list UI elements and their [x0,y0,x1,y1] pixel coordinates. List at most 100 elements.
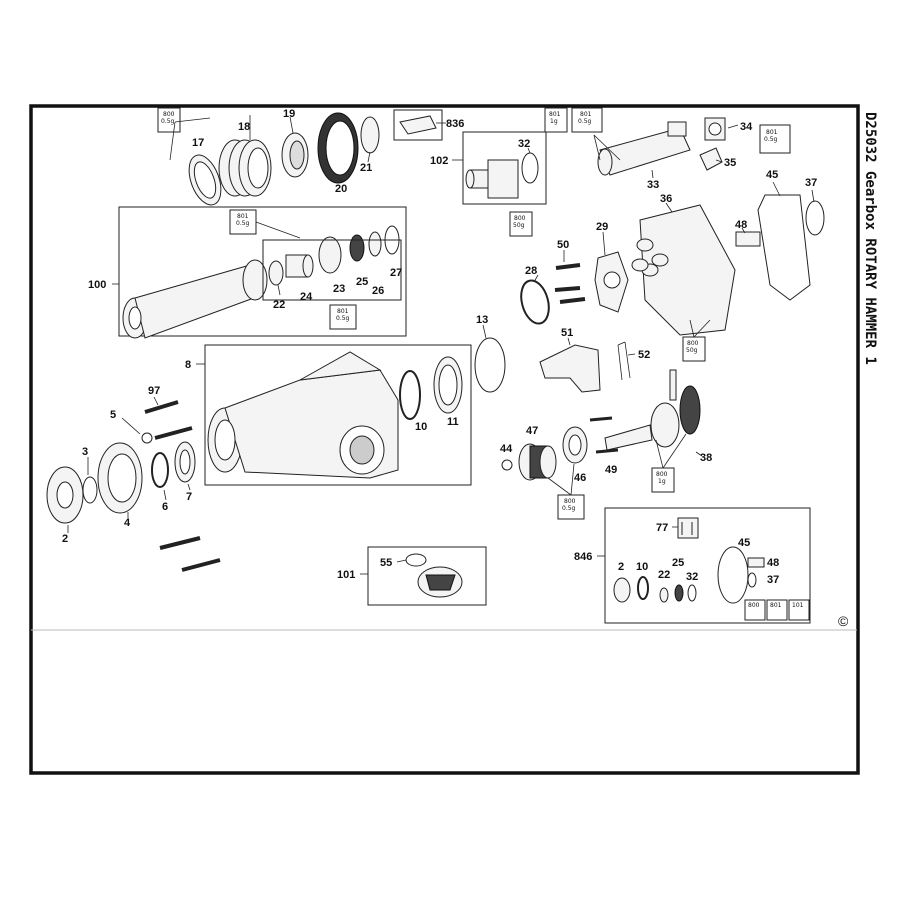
kit-tag-101: 101 [788,599,810,621]
callout-47: 47 [526,425,538,437]
part-7-spring [174,441,196,483]
callout-37: 37 [805,177,817,189]
copyright-mark: © [838,613,849,629]
kit-callout-10: 10 [636,561,648,573]
callout-3: 3 [82,446,88,458]
callout-34: 34 [740,121,753,133]
lube-tag-801-b: 801 0.5g [571,107,603,133]
callout-77: 77 [656,522,668,534]
kit-callout-2: 2 [618,561,624,573]
kit-part-48-pin [747,557,765,568]
part-8-box [204,344,472,486]
callout-100: 100 [88,279,106,291]
lube-tag-801-c: 801 0.5g [759,124,791,154]
svg-text:0.5g: 0.5g [236,220,250,227]
callout-17: 17 [192,137,204,149]
part-33-shaft [597,121,691,176]
lube-tag-800-50g-b: 800 50g [682,336,706,362]
lube-tag-800: 800 0.5g [157,107,181,133]
outer-frame [29,104,860,775]
kit-callout-22: 22 [658,569,670,581]
part-51-bracket [539,344,601,393]
kit-callout-37: 37 [767,574,779,586]
svg-text:801: 801 [766,129,778,136]
callout-7: 7 [186,491,192,503]
callout-836: 836 [446,118,464,130]
callout-8: 8 [185,359,191,371]
svg-text:800: 800 [687,340,699,347]
callout-21: 21 [360,162,372,174]
callout-4: 4 [124,517,131,529]
lube-tag-800-50g: 800 50g [509,211,533,237]
callout-10: 10 [415,421,427,433]
svg-text:0.5g: 0.5g [336,315,350,322]
svg-text:801: 801 [770,602,782,609]
part-44-washer [501,459,513,471]
kit-part-22-washer [659,587,669,603]
svg-text:801: 801 [549,111,561,118]
part-2-cap [46,466,84,524]
callout-45: 45 [766,169,778,181]
kit-callout-32: 32 [686,571,698,583]
part-77-clip [677,517,699,539]
part-100-barrel [122,259,268,339]
part-21-ring [360,116,380,154]
kit-part-2-cap [613,577,631,603]
part-846-box [604,507,811,624]
part-100-box [118,206,407,337]
lube-tag-801: 801 1g [544,107,568,133]
part-35-pin [699,147,723,171]
callout-50: 50 [557,239,569,251]
part-45-gasket [757,194,811,301]
part-102-spindle [465,159,519,199]
side-title: D25032 Gearbox ROTARY HAMMER 1 [862,112,878,365]
part-17-ring [188,154,222,206]
svg-text:801: 801 [580,111,592,118]
part-49-screws [589,416,619,454]
svg-text:0.5g: 0.5g [764,136,778,143]
callout-5: 5 [110,409,116,421]
kit-part-37-ring [747,572,757,588]
callout-22: 22 [273,299,285,311]
part-36-gear-housing [631,204,736,336]
part-34-bearing [704,117,726,141]
part-8-gear-case [207,351,399,479]
callout-24: 24 [300,291,313,303]
part-47-gear [518,443,557,481]
kit-callout-48: 48 [767,557,779,569]
part-11-bearing [433,356,463,414]
callout-32: 32 [518,138,530,150]
part-97-screws [144,400,221,572]
kit-part-45-gasket [717,546,749,604]
part-50-screws [554,263,586,304]
kit-part-32-ring [687,584,697,602]
svg-text:800: 800 [163,111,175,118]
part-24-piston [285,254,314,278]
callout-49: 49 [605,464,617,476]
kit-part-25-ring [674,584,684,602]
svg-text:50g: 50g [513,222,525,229]
part-13-ring [474,337,506,393]
part-836-box [393,109,443,141]
callout-13: 13 [476,314,488,326]
kit-callout-45: 45 [738,537,750,549]
callout-36: 36 [660,193,672,205]
svg-text:1g: 1g [658,478,666,485]
callout-97: 97 [148,385,160,397]
svg-text:801: 801 [337,308,349,315]
callout-102: 102 [430,155,448,167]
part-26-ring [368,231,382,257]
svg-text:101: 101 [792,602,804,609]
part-28-ring [520,279,550,325]
callout-33: 33 [647,179,659,191]
svg-text:800: 800 [656,471,668,478]
kit-tag-800: 800 [744,599,766,621]
kit-callout-25: 25 [672,557,684,569]
part-19-clutch [281,132,309,178]
part-22-washer [268,260,284,286]
lube-tag-800-1g: 800 1g [651,467,675,493]
part-18-spring [218,139,272,197]
part-20-gear [317,112,359,184]
svg-text:0.5g: 0.5g [578,118,592,125]
